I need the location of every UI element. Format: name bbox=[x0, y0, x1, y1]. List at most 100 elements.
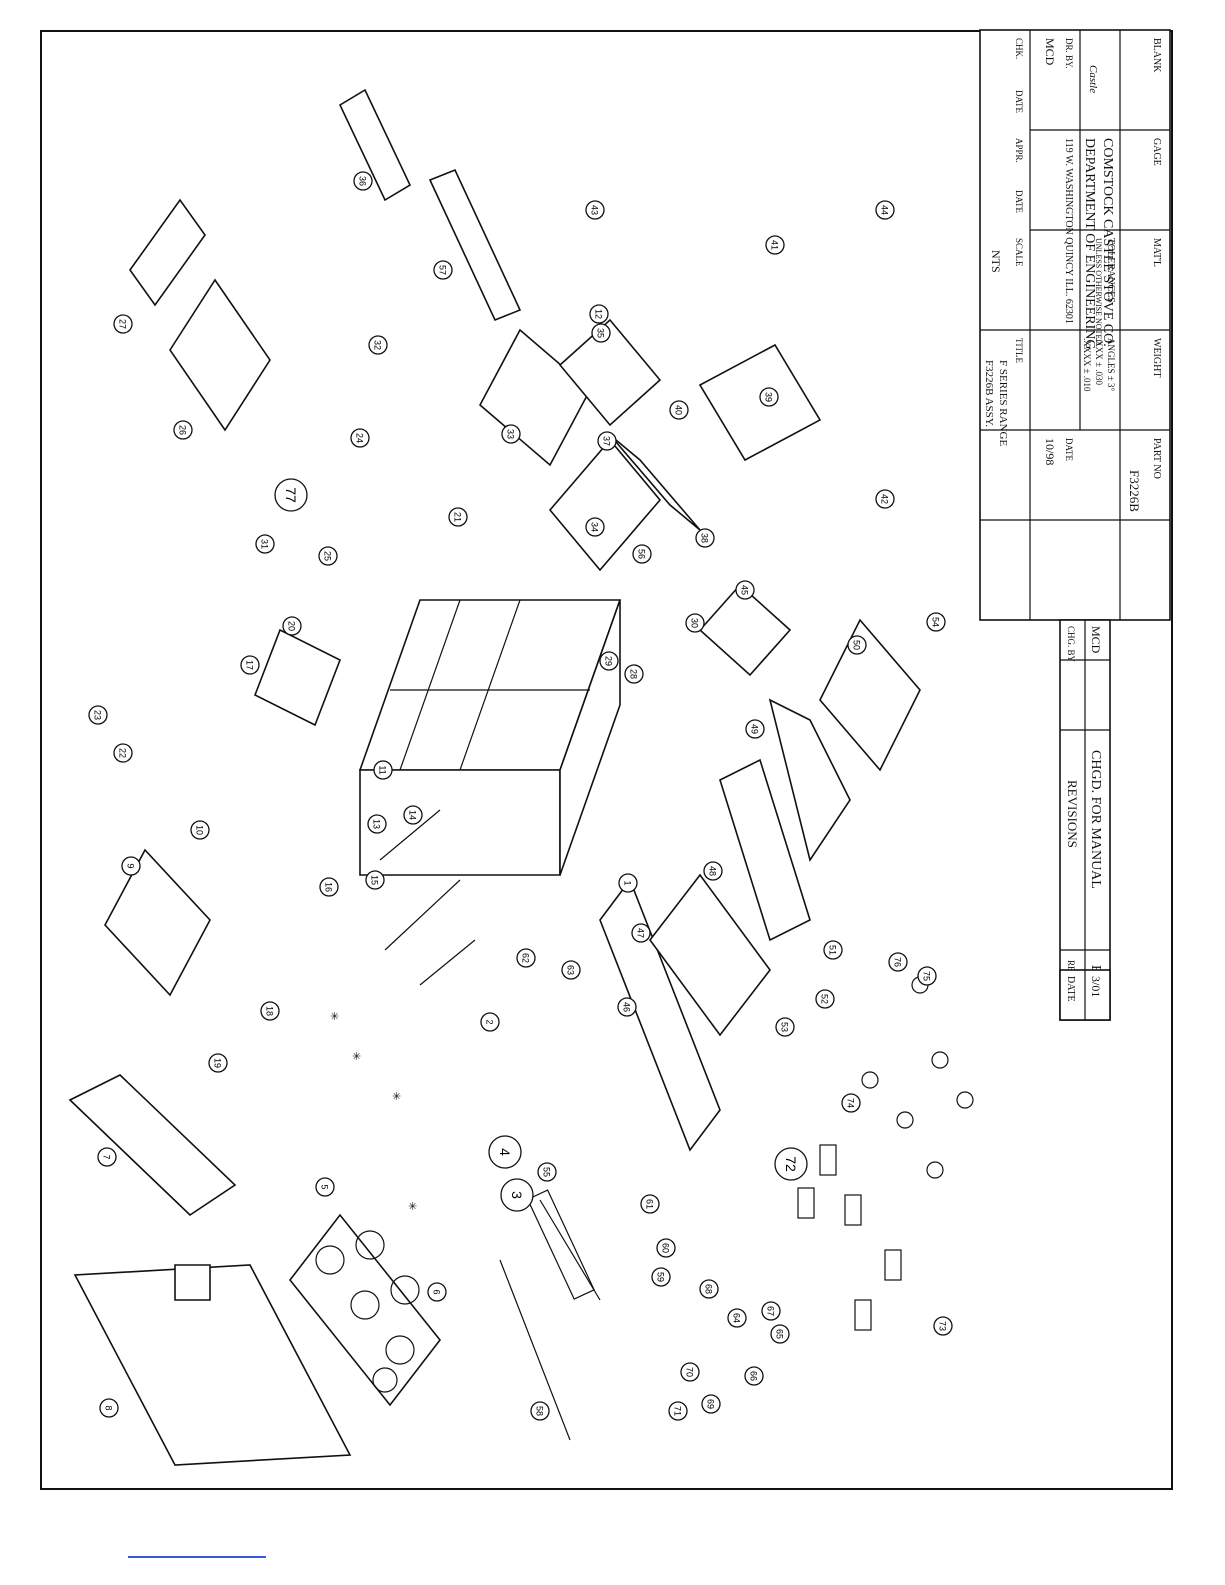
part-number-68: 68 bbox=[704, 1284, 714, 1294]
tb-scale: NTS bbox=[989, 250, 1003, 273]
part-number-73: 73 bbox=[938, 1321, 948, 1331]
callout-balloon-28 bbox=[624, 664, 644, 684]
part-number-27: 27 bbox=[118, 319, 128, 329]
callout-balloon-62 bbox=[516, 948, 536, 968]
part-number-29: 29 bbox=[604, 656, 614, 666]
part-number-41: 41 bbox=[770, 240, 780, 250]
callout-balloon-7 bbox=[97, 1147, 117, 1167]
grills-17-45 bbox=[253, 583, 792, 727]
part-number-40: 40 bbox=[674, 405, 684, 415]
callout-balloon-1 bbox=[618, 873, 638, 893]
hyperlink-underline[interactable] bbox=[128, 1556, 266, 1558]
tb-date: 10/98 bbox=[1043, 438, 1057, 465]
part-number-35: 35 bbox=[596, 328, 606, 338]
callout-balloon-43 bbox=[585, 200, 605, 220]
part-number-70: 70 bbox=[685, 1367, 695, 1377]
part-number-8: 8 bbox=[104, 1405, 114, 1410]
callout-balloon-26 bbox=[173, 420, 193, 440]
part-number-63: 63 bbox=[566, 965, 576, 975]
part-number-56: 56 bbox=[637, 549, 647, 559]
part-number-7: 7 bbox=[102, 1154, 112, 1159]
trim-56-57 bbox=[338, 88, 522, 322]
part-number-33: 33 bbox=[506, 429, 516, 439]
callout-balloon-53 bbox=[775, 1017, 795, 1037]
callout-balloon-8 bbox=[99, 1398, 119, 1418]
tb-chk-date-label: DATE bbox=[1014, 90, 1024, 113]
revisions-block: MCD CHGD. FOR MANUAL B CHG. BY REVISIONS… bbox=[1059, 619, 1111, 1021]
callout-balloon-38 bbox=[695, 528, 715, 548]
shelf-7 bbox=[68, 1074, 237, 1217]
part-number-47: 47 bbox=[636, 928, 646, 938]
part-number-1: 1 bbox=[623, 880, 633, 885]
callout-balloon-39 bbox=[759, 387, 779, 407]
tb-title-line1: F SERIES RANGE bbox=[997, 360, 1009, 446]
svg-text:✳: ✳ bbox=[392, 1091, 401, 1103]
callout-balloon-75 bbox=[917, 966, 937, 986]
title-block: BLANK GAGE MAT'L WEIGHT PART NO F3226B C… bbox=[979, 29, 1171, 621]
part-number-74: 74 bbox=[846, 1098, 856, 1108]
tb-department: DEPARTMENT OF ENGINEERING bbox=[1082, 138, 1097, 350]
callout-balloon-67 bbox=[761, 1301, 781, 1321]
knobs-and-valves bbox=[797, 976, 974, 1331]
callout-balloon-70 bbox=[680, 1362, 700, 1382]
rev-chg-by: MCD bbox=[1089, 626, 1103, 654]
svg-text:✳: ✳ bbox=[408, 1201, 417, 1213]
part-number-66: 66 bbox=[749, 1371, 759, 1381]
part-number-60: 60 bbox=[661, 1243, 671, 1253]
tb-tolerances-note: UNLESS OTHERWISE NOTED bbox=[1094, 238, 1103, 345]
part-number-43: 43 bbox=[590, 205, 600, 215]
callout-balloon-50 bbox=[847, 635, 867, 655]
part-callouts: 1234567891011121314151617181920212223242… bbox=[88, 171, 953, 1421]
callout-balloon-68 bbox=[699, 1279, 719, 1299]
tb-appr-label: APPR. bbox=[1014, 138, 1024, 163]
callout-balloon-10 bbox=[190, 820, 210, 840]
tb-chk-label: CHK. bbox=[1014, 38, 1024, 59]
callout-balloon-45 bbox=[735, 580, 755, 600]
callout-balloon-9 bbox=[121, 856, 141, 876]
griddle-9 bbox=[104, 848, 211, 997]
callout-balloon-5 bbox=[315, 1177, 335, 1197]
callout-balloon-16 bbox=[319, 877, 339, 897]
part-number-14: 14 bbox=[408, 810, 418, 820]
part-number-5: 5 bbox=[320, 1184, 330, 1189]
part-number-37: 37 bbox=[602, 436, 612, 446]
panel-26-27 bbox=[129, 198, 271, 432]
callout-balloon-24 bbox=[350, 428, 370, 448]
svg-text:✳: ✳ bbox=[352, 1051, 361, 1063]
callout-balloon-37 bbox=[597, 431, 617, 451]
part-number-67: 67 bbox=[766, 1306, 776, 1316]
part-number-32: 32 bbox=[373, 340, 383, 350]
part-number-24: 24 bbox=[355, 433, 365, 443]
callout-balloon-42 bbox=[875, 489, 895, 509]
callout-balloon-31 bbox=[255, 534, 275, 554]
part-number-44: 44 bbox=[880, 205, 890, 215]
callout-balloon-23 bbox=[88, 705, 108, 725]
part-number-34: 34 bbox=[590, 522, 600, 532]
part-number-30: 30 bbox=[690, 618, 700, 628]
callout-balloon-51 bbox=[823, 940, 843, 960]
callout-balloon-4 bbox=[488, 1135, 522, 1169]
callout-balloon-41 bbox=[765, 235, 785, 255]
callout-balloon-18 bbox=[260, 1001, 280, 1021]
tb-part-no-label: PART NO bbox=[1151, 438, 1162, 479]
part-number-45: 45 bbox=[740, 585, 750, 595]
grates-6 bbox=[288, 1213, 442, 1407]
part-number-17: 17 bbox=[245, 660, 255, 670]
tb-title-label: TITLE bbox=[1014, 338, 1024, 363]
part-number-46: 46 bbox=[622, 1002, 632, 1012]
callout-balloon-35 bbox=[591, 323, 611, 343]
part-number-36: 36 bbox=[358, 176, 368, 186]
tb-xxxx: .XXXX ± .010 bbox=[1082, 338, 1092, 392]
manifold-58 bbox=[499, 1189, 601, 1441]
callout-balloon-3 bbox=[500, 1178, 534, 1212]
rev-date: 3/01 bbox=[1089, 976, 1103, 997]
tb-xxx: .XXX ± .030 bbox=[1094, 338, 1104, 385]
part-number-11: 11 bbox=[378, 765, 388, 774]
castle-logo: Castle bbox=[1087, 65, 1099, 93]
callout-balloon-11 bbox=[373, 760, 393, 780]
callout-balloon-20 bbox=[282, 616, 302, 636]
callout-balloon-48 bbox=[703, 861, 723, 881]
callout-balloon-44 bbox=[875, 200, 895, 220]
tb-address: 119 W. WASHINGTON QUINCY ILL. 62301 bbox=[1063, 138, 1074, 324]
part-number-2: 2 bbox=[485, 1019, 495, 1024]
